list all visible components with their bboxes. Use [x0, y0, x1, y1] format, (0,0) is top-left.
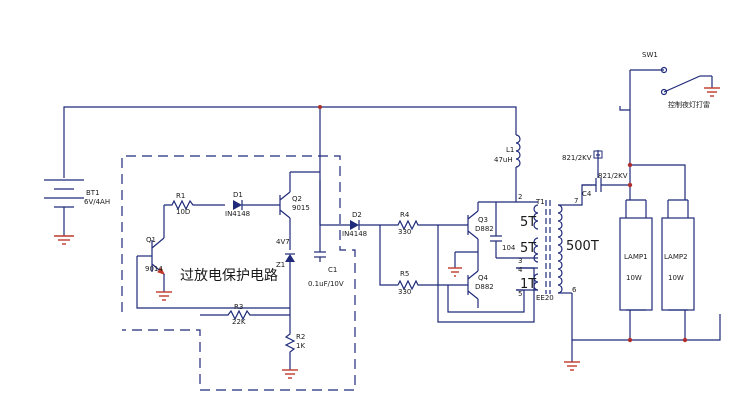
t1-core: EE20 — [536, 294, 554, 302]
sw1-label: SW1 — [642, 51, 658, 59]
q2-label: Q2 — [292, 195, 302, 203]
c1-label: C1 — [328, 266, 337, 274]
r5-value: 330 — [398, 288, 411, 296]
capacitor-c3: 821/2KV — [562, 150, 630, 192]
q1-base-feedback — [136, 256, 290, 309]
t1-label: T1 — [535, 198, 545, 206]
ground-symbol-secondary — [564, 361, 580, 371]
diode-d2: D2 IN4148 — [319, 180, 380, 238]
transistor-q2: Q2 9015 — [279, 171, 320, 250]
protection-block-outline — [121, 155, 356, 391]
c1-value: 0.1uF/10V — [308, 280, 344, 288]
lamp2: LAMP2 10W — [661, 199, 695, 311]
q4-label: Q4 — [478, 274, 489, 282]
t1-turns-secondary: 500T — [566, 239, 599, 254]
capacitor-c4: C4 821/2KV — [582, 172, 628, 198]
t1-turns-c: 1T — [520, 277, 536, 292]
resistor-r4 — [380, 219, 438, 231]
d2-value: IN4148 — [342, 230, 367, 238]
q3-label: Q3 — [478, 216, 488, 224]
pin-2: 2 — [518, 193, 522, 201]
lamp1-wattage: 10W — [626, 274, 642, 282]
transistor-q3: Q3 D882 — [438, 201, 516, 252]
l1-value: 47uH — [494, 156, 513, 164]
base-drive-wire — [379, 225, 398, 286]
r1-label: R1 — [176, 192, 185, 200]
pin-3: 3 — [518, 257, 522, 265]
ground-symbol-bt1 — [54, 235, 74, 245]
lamp-top-wire — [619, 106, 631, 185]
r5-label: R5 — [400, 270, 409, 278]
r1-value: 10D — [176, 208, 190, 216]
resistor-r1 — [164, 199, 225, 211]
lamp2-wattage: 10W — [668, 274, 684, 282]
r2-value: 1K — [296, 342, 305, 350]
zener-z1: 4V7 Z1 — [276, 238, 295, 330]
pin-4: 4 — [518, 266, 523, 274]
pin-7: 7 — [574, 197, 578, 205]
inductor-l1: L1 47uH — [494, 134, 521, 202]
pin-6: 6 — [572, 286, 577, 294]
transformer-t1: T1 5T 5T 1T 500T EE20 2 3 4 5 6 7 — [516, 193, 599, 302]
c4-value: 821/2KV — [598, 172, 628, 180]
q2-value: 9015 — [292, 204, 310, 212]
lamp1-label: LAMP1 — [624, 253, 648, 261]
c2-value: 104 — [502, 244, 516, 252]
ground-symbol-sw1 — [704, 87, 720, 97]
z1-voltage: 4V7 — [276, 238, 290, 246]
resistor-r2 — [284, 330, 296, 370]
sw1-description: 控制夜灯打雷 — [668, 100, 710, 109]
r3-label: R3 — [234, 303, 243, 311]
r4-value: 330 — [398, 228, 411, 236]
transistor-q4: Q4 D882 — [438, 252, 494, 308]
power-rail — [63, 105, 517, 180]
z1-label: Z1 — [276, 261, 285, 269]
q1-label: Q1 — [146, 236, 156, 244]
d1-label: D1 — [233, 191, 243, 199]
bt1-label: BT1 — [86, 189, 100, 197]
capacitor-c2: 104 — [490, 202, 516, 258]
q4-value: D882 — [475, 283, 494, 291]
d2-label: D2 — [352, 211, 362, 219]
c3-value: 821/2KV — [562, 154, 592, 162]
resistor-r5 — [397, 279, 438, 291]
capacitor-c1: C1 0.1uF/10V — [308, 180, 344, 288]
ground-symbol-r2 — [282, 369, 298, 379]
diode-d1: D1 IN4148 — [225, 191, 280, 218]
r4-label: R4 — [400, 211, 410, 219]
lamp2-label: LAMP2 — [664, 253, 688, 261]
secondary-bottom-wire — [571, 293, 721, 341]
battery-bt1: BT1 6V/4AH — [44, 179, 110, 236]
resistor-r3 — [200, 309, 290, 321]
q1-value: 9014 — [145, 265, 163, 273]
ground-symbol-q — [448, 251, 478, 277]
switch-sw1: SW1 控制夜灯打雷 — [629, 51, 713, 110]
bt1-value: 6V/4AH — [84, 198, 110, 206]
t1-turns-a: 5T — [520, 215, 536, 230]
lamp1: LAMP1 10W — [619, 199, 653, 311]
protection-circuit-title: 过放电保护电路 — [180, 268, 278, 284]
t1-turns-b: 5T — [520, 241, 536, 256]
transistor-q1: Q1 9014 — [137, 205, 165, 292]
c4-label: C4 — [582, 190, 592, 198]
q3-value: D882 — [475, 225, 494, 233]
r2-label: R2 — [296, 333, 305, 341]
lamp1-wire — [630, 164, 686, 200]
ground-symbol-q1 — [156, 291, 172, 301]
r3-value: 22K — [232, 318, 246, 326]
pin-5: 5 — [518, 290, 522, 298]
d1-value: IN4148 — [225, 210, 250, 218]
l1-label: L1 — [506, 146, 514, 154]
